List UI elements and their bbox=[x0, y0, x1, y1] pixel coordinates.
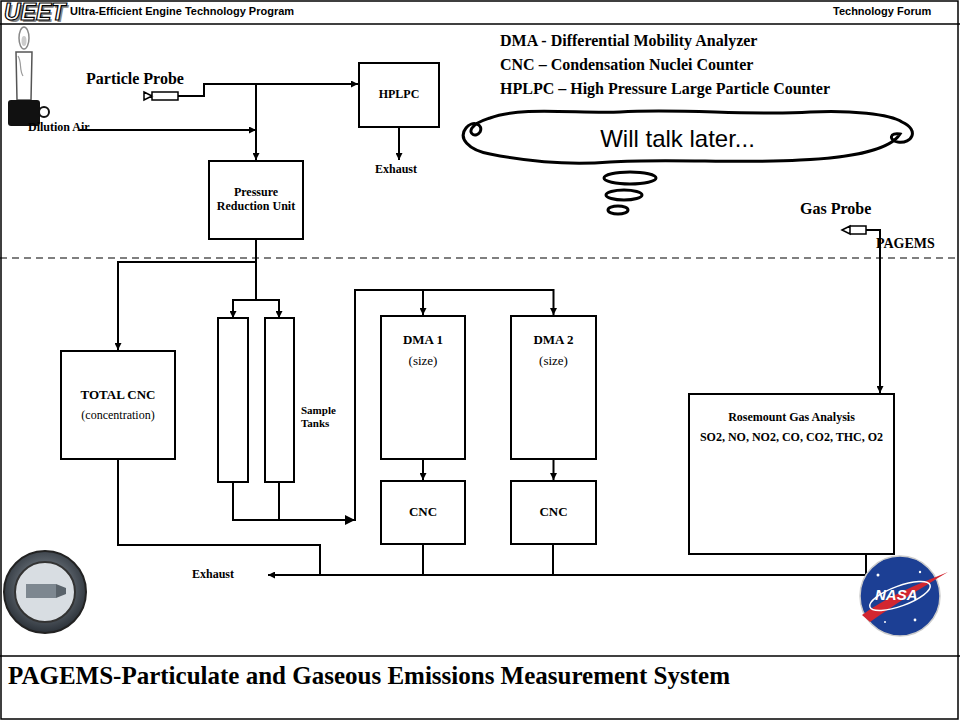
nasa-logo bbox=[860, 556, 948, 636]
langley-logo bbox=[4, 551, 86, 633]
node-title: DMA 2 bbox=[533, 333, 573, 348]
logo-text: NASA bbox=[875, 586, 918, 603]
probe: Particle Probe bbox=[86, 70, 198, 106]
flow-connector bbox=[874, 230, 880, 393]
candle-icon bbox=[8, 27, 49, 126]
process-box: CNC bbox=[510, 480, 597, 545]
tank-outlines bbox=[215, 318, 345, 482]
node-subtitle: SO2, NO, NO2, CO, CO2, THC, O2 bbox=[700, 431, 883, 445]
note-label: CNC – Condensation Nuclei Counter bbox=[500, 56, 753, 74]
node-title: CNC bbox=[409, 505, 437, 520]
flow-connector bbox=[198, 84, 358, 96]
note-label: PAGEMS bbox=[876, 236, 935, 252]
node-title: TOTAL CNC bbox=[80, 388, 155, 403]
note-label: DMA - Differential Mobility Analyzer bbox=[500, 32, 757, 50]
callout-cloud: Will talk later... bbox=[450, 104, 925, 170]
cloud-tail bbox=[604, 172, 656, 214]
note-label: HPLPC – High Pressure Large Particle Cou… bbox=[500, 80, 830, 98]
dilution-air-line bbox=[80, 129, 256, 131]
note-label: Technology Forum bbox=[833, 5, 931, 18]
header-rule bbox=[0, 23, 960, 25]
diagram-title: PAGEMS-Particulate and Gaseous Emissions… bbox=[8, 662, 730, 690]
note-label: Dilution Air bbox=[28, 121, 90, 135]
footer-rule bbox=[0, 655, 960, 657]
process-box: DMA 1 (size) bbox=[380, 315, 466, 460]
process-box: CNC bbox=[380, 480, 466, 545]
node-title: Sample Tanks bbox=[301, 404, 345, 429]
node-title: CNC bbox=[539, 505, 567, 520]
node-title: Gas Probe bbox=[800, 200, 871, 218]
process-box: Pressure Reduction Unit bbox=[208, 160, 304, 240]
flow-connector bbox=[422, 460, 424, 480]
process-box: DMA 2 (size) bbox=[510, 315, 597, 460]
node-title: Pressure Reduction Unit bbox=[214, 186, 298, 214]
note-label: Exhaust bbox=[192, 568, 234, 582]
exhaust-line bbox=[398, 128, 400, 160]
pagems-boundary bbox=[0, 257, 960, 258]
node-title: HPLPC bbox=[379, 88, 420, 102]
node-title: DMA 1 bbox=[403, 333, 443, 348]
tank-merge-line bbox=[233, 482, 280, 520]
process-box: TOTAL CNC (concentration) bbox=[60, 350, 176, 460]
program-logo: UEET bbox=[4, 0, 65, 25]
node-title: Will talk later... bbox=[600, 125, 755, 153]
node-title: Particle Probe bbox=[86, 70, 184, 88]
process-box: HPLPC bbox=[358, 62, 440, 128]
flow-connector bbox=[553, 460, 555, 480]
process-box: Rosemount Gas AnalysisSO2, NO, NO2, CO, … bbox=[688, 393, 895, 555]
flow-connector bbox=[198, 84, 256, 160]
sample-tanks: Sample Tanks bbox=[215, 318, 345, 482]
tank-split-line bbox=[233, 300, 256, 318]
node-subtitle: (concentration) bbox=[81, 409, 154, 423]
probe: Gas Probe bbox=[800, 200, 874, 244]
flow-connector bbox=[256, 240, 279, 318]
node-title: Rosemount Gas Analysis bbox=[728, 411, 855, 425]
note-label: Ultra-Efficient Engine Technology Progra… bbox=[70, 5, 294, 18]
note-label: Exhaust bbox=[375, 163, 417, 177]
node-subtitle: (size) bbox=[409, 354, 438, 369]
node-subtitle: (size) bbox=[539, 354, 568, 369]
